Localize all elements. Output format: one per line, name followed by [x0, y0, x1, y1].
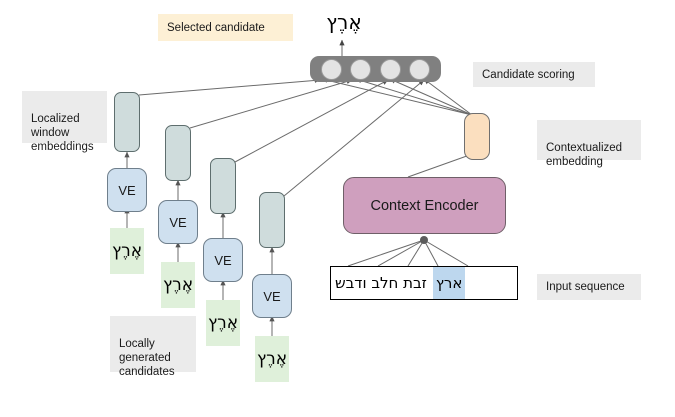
context-encoder-label: Context Encoder: [370, 197, 479, 214]
window-embedding-1: [114, 92, 140, 152]
candidate-scoring-label: Candidate scoring: [473, 62, 595, 87]
locally-generated-candidates-label-text: Locally generated candidates: [119, 338, 175, 378]
ve-encoder-1-label: VE: [118, 182, 136, 198]
locally-generated-candidates-label: Locally generated candidates: [110, 316, 196, 378]
ve-encoder-1: VE: [107, 168, 147, 212]
score-dot-2: [350, 58, 372, 80]
localized-window-embeddings-label-text: Localized window embeddings: [31, 113, 94, 153]
score-dot-4: [408, 58, 430, 80]
ve-encoder-4: VE: [252, 274, 292, 318]
ve-encoder-4-label: VE: [263, 288, 281, 304]
selected-candidate-label: Selected candidate: [158, 14, 293, 41]
selected-candidate-label-text: Selected candidate: [167, 21, 265, 34]
candidate-scoring-label-text: Candidate scoring: [482, 68, 575, 81]
input-sequence-label: Input sequence: [537, 274, 641, 300]
contextualized-embedding-label-text: Contextualized embedding: [546, 142, 623, 168]
input-sequence-label-text: Input sequence: [546, 281, 625, 293]
selected-candidate-word: אֶרֶץ: [326, 10, 362, 34]
ve-encoder-3-label: VE: [214, 252, 232, 268]
context-encoder: Context Encoder: [343, 177, 506, 234]
window-embedding-2: [165, 125, 191, 181]
score-dot-1: [321, 58, 343, 80]
input-sequence-highlighted-word: ארץ: [432, 267, 466, 299]
ve-encoder-2-label: VE: [169, 214, 187, 230]
input-sequence-rest-words: זבת חלב ודבש: [335, 274, 427, 292]
ve-encoder-2: VE: [158, 200, 198, 244]
localized-window-embeddings-label: Localized window embeddings: [22, 91, 107, 153]
contextualized-embedding-label: Contextualized embedding: [537, 120, 641, 168]
candidate-3: אֶרֶץ: [206, 300, 240, 346]
ve-encoder-3: VE: [203, 238, 243, 282]
window-embedding-4: [259, 192, 285, 248]
candidate-scoring-bar: [310, 56, 441, 82]
input-sequence-box: ארץ זבת חלב ודבש: [330, 266, 518, 300]
candidate-2: אֶרֶץ: [161, 262, 195, 308]
score-dot-3: [379, 58, 401, 80]
candidate-1: אֶרֶץ: [110, 228, 144, 274]
candidate-4: אֶרֶץ: [255, 336, 289, 382]
contextualized-embedding: [464, 113, 490, 160]
window-embedding-3: [210, 158, 236, 214]
